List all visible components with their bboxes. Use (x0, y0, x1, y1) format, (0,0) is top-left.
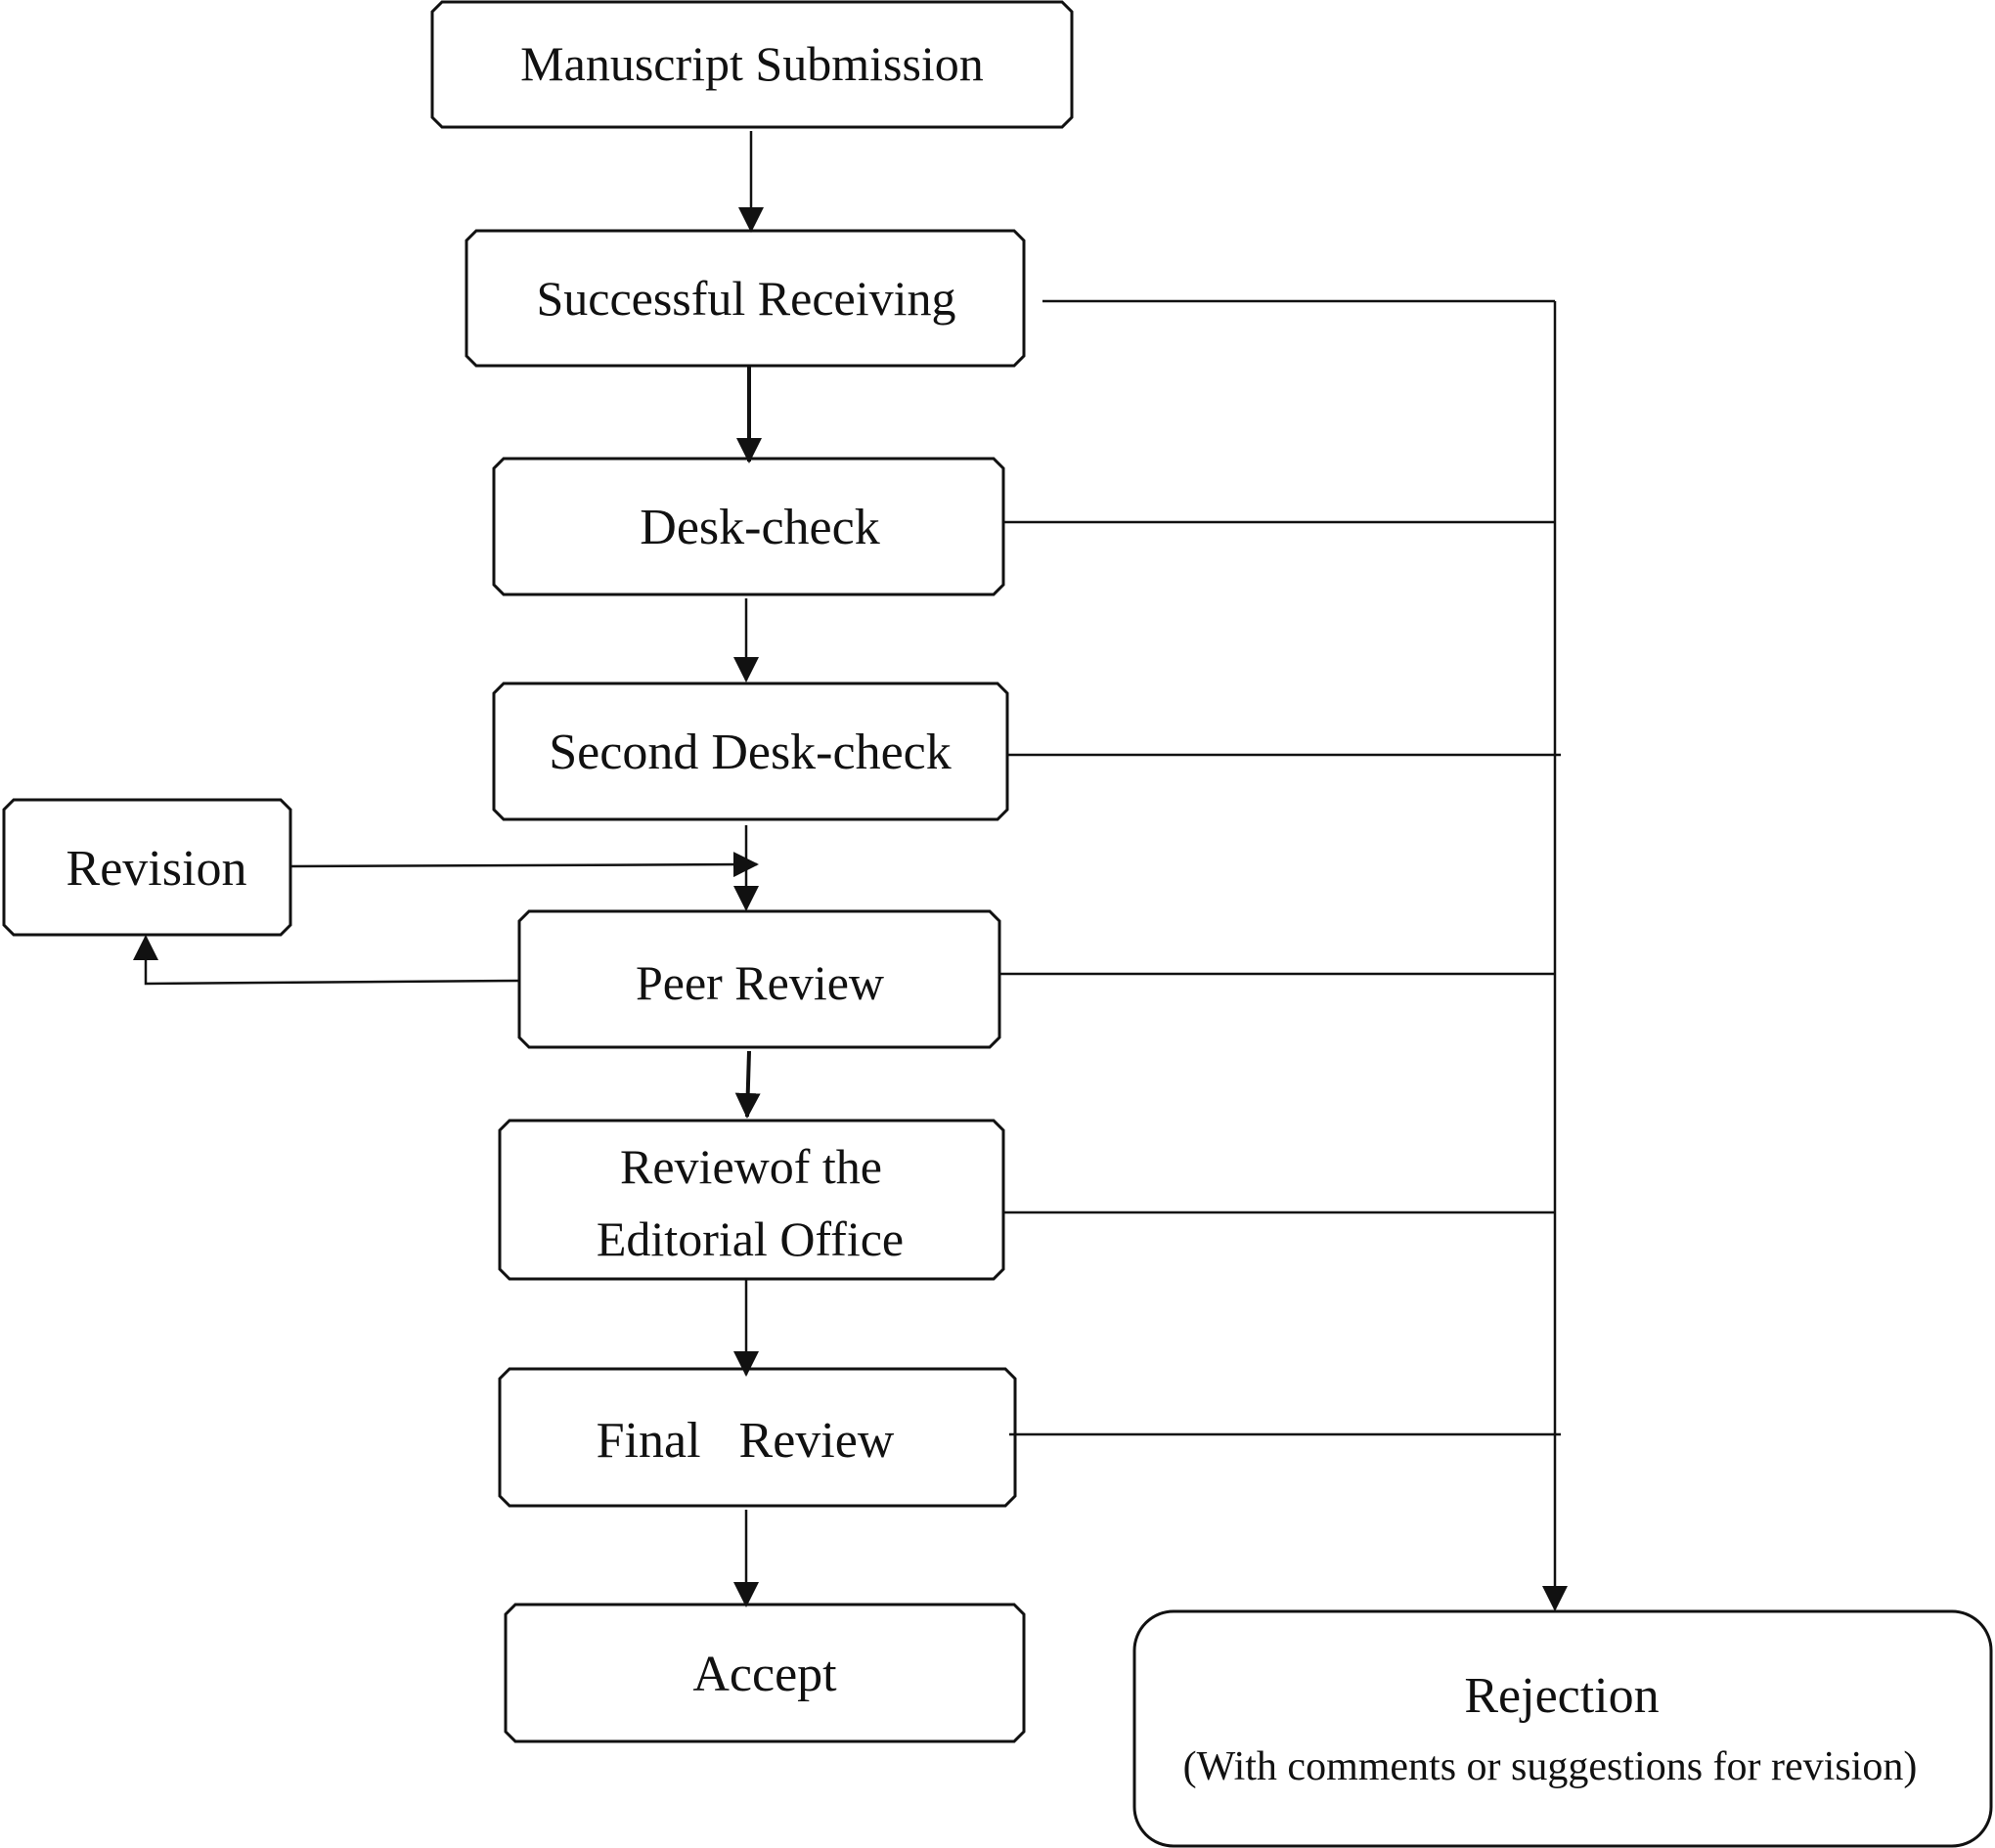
node-revision: Revision (2, 798, 292, 937)
node-revision-label: Revision (66, 841, 247, 897)
node-final-review-label: Final Review (597, 1413, 895, 1469)
arrow-revision-to-peer-review (289, 852, 759, 878)
node-rejection-label: Rejection (1464, 1668, 1659, 1724)
node-rejection-note: (With comments or suggestions for revisi… (1183, 1744, 1918, 1789)
node-manuscript-submission-label: Manuscript Submission (520, 36, 984, 91)
node-successful-receiving: Successful Receiving (465, 229, 1026, 368)
node-peer-review: Peer Review (517, 909, 1001, 1049)
node-accept-label: Accept (692, 1647, 837, 1702)
arrow-peer-review-to-revision (133, 935, 520, 986)
node-desk-check: Desk-check (492, 457, 1005, 596)
node-rejection: Rejection (With comments or suggestions … (1132, 1609, 1993, 1848)
node-desk-check-label: Desk-check (640, 500, 879, 555)
node-second-desk-check-label: Second Desk-check (549, 725, 952, 780)
node-editorial-office-review-label-line2: Editorial Office (597, 1211, 904, 1266)
node-final-review: Final Review (498, 1367, 1017, 1508)
node-accept: Accept (504, 1603, 1026, 1743)
node-second-desk-check: Second Desk-check (492, 682, 1009, 821)
arrow-peer-review-to-editorial-review (734, 1050, 761, 1119)
node-editorial-office-review-label-line1: Reviewof the (620, 1139, 882, 1194)
node-successful-receiving-label: Successful Receiving (536, 271, 955, 326)
node-editorial-office-review: Reviewof the Editorial Office (498, 1119, 1005, 1281)
node-peer-review-label: Peer Review (636, 955, 884, 1010)
node-manuscript-submission: Manuscript Submission (430, 0, 1074, 129)
